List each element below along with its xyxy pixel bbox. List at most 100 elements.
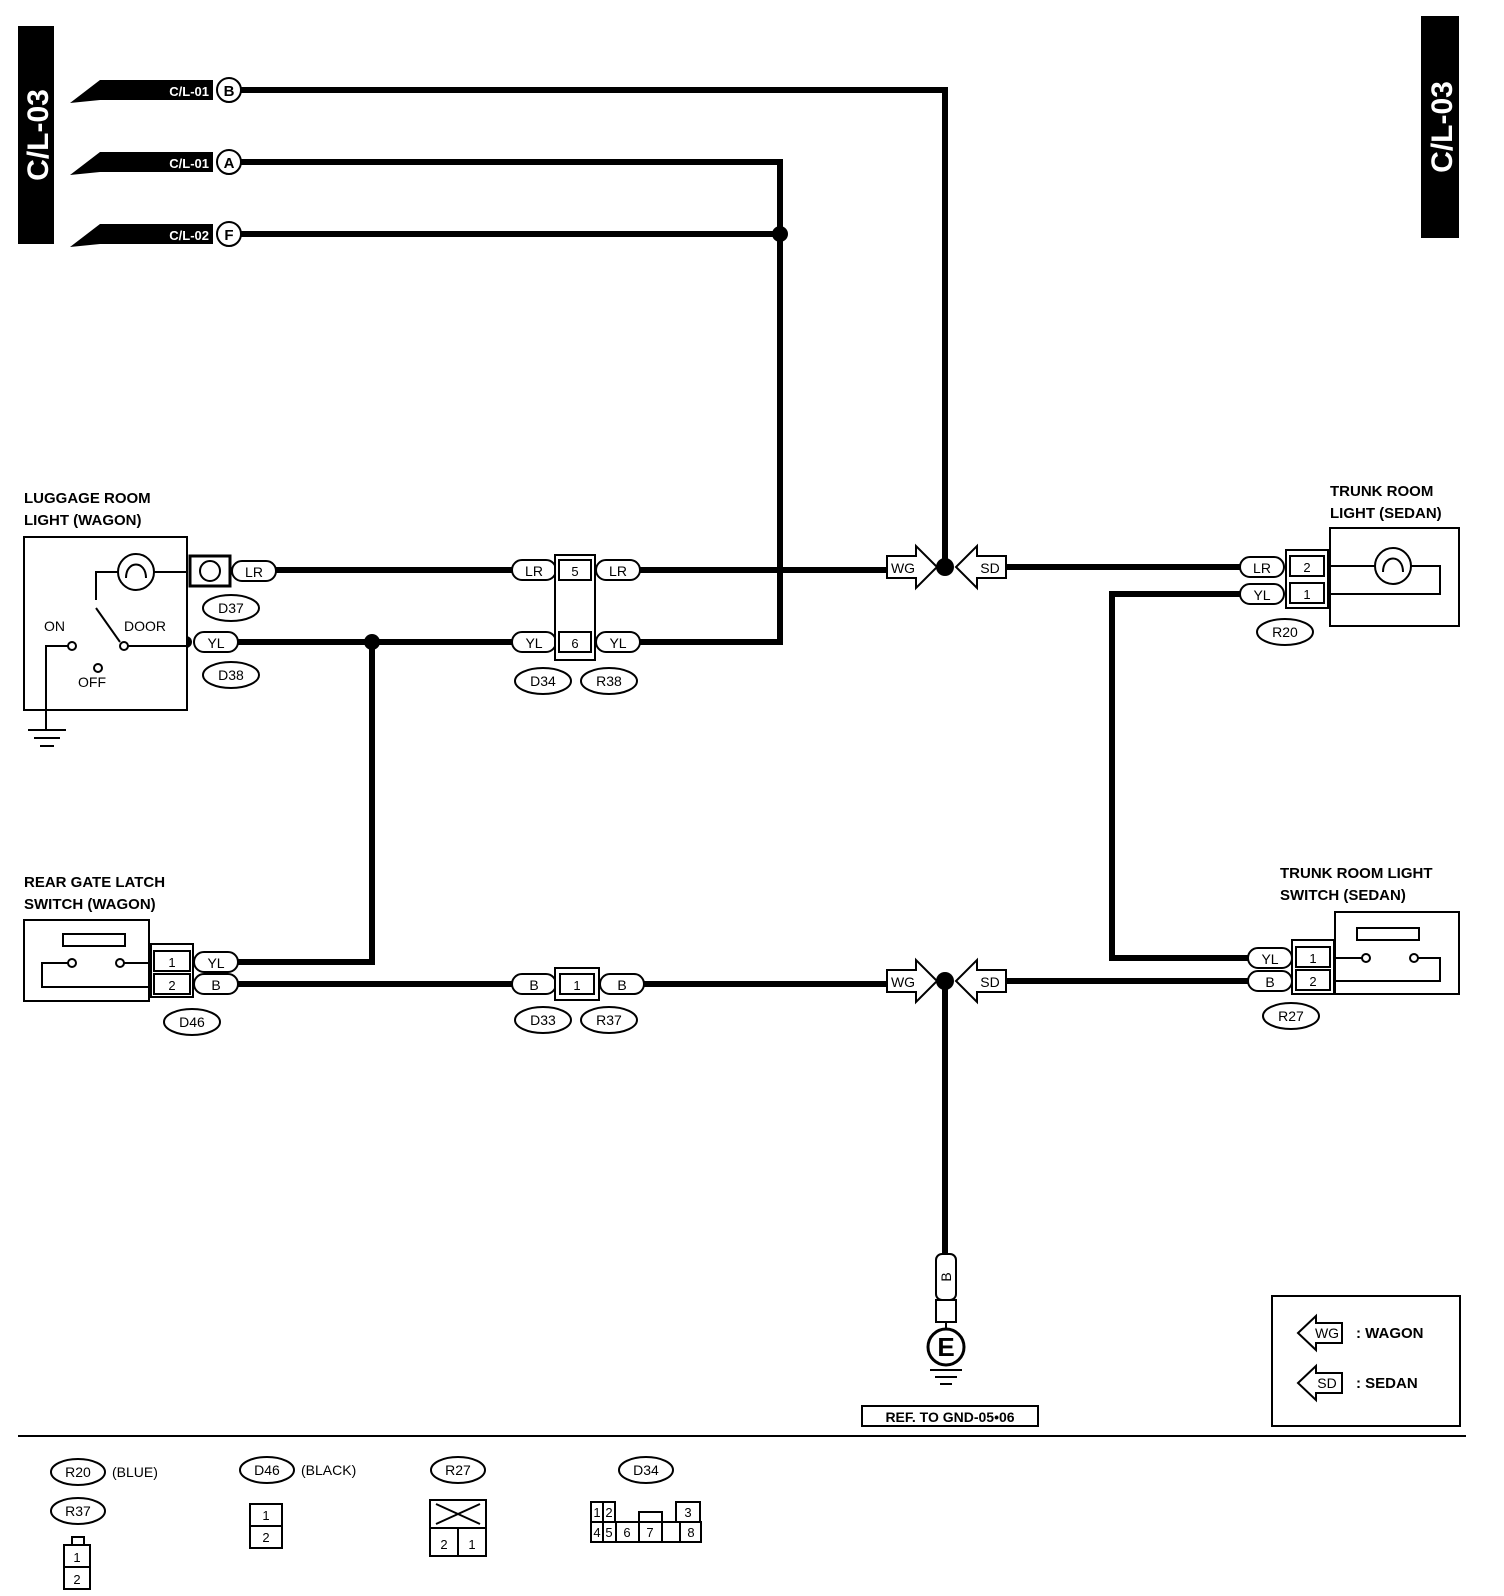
svg-text:1: 1 — [468, 1537, 475, 1552]
svg-text:DOOR: DOOR — [124, 618, 166, 634]
svg-text:R27: R27 — [1278, 1008, 1304, 1024]
svg-text:YL: YL — [1261, 951, 1278, 967]
connector-view-d34: D34 1 2 3 4 5 6 7 8 — [590, 1456, 702, 1543]
svg-text:REF. TO GND-05•06: REF. TO GND-05•06 — [885, 1409, 1014, 1425]
svg-text:R20: R20 — [65, 1464, 91, 1480]
svg-text:6: 6 — [623, 1525, 630, 1540]
connector-d37: LR D37 — [188, 554, 277, 622]
svg-text:LIGHT (WAGON): LIGHT (WAGON) — [24, 512, 141, 529]
svg-text:B: B — [617, 977, 626, 993]
svg-text:R37: R37 — [65, 1503, 91, 1519]
svg-text:YL: YL — [207, 955, 224, 971]
svg-text:D38: D38 — [218, 667, 244, 683]
svg-text:YL: YL — [207, 635, 224, 651]
svg-text:: SEDAN: : SEDAN — [1356, 1375, 1418, 1392]
connector-view-d46: D46 (BLACK) 1 2 — [239, 1456, 356, 1549]
reference-arrow-cl02-f: C/L-02 F — [70, 221, 242, 247]
svg-text:B: B — [938, 1272, 954, 1281]
page-code-right: C/L-03 — [1421, 16, 1459, 238]
svg-text:REAR GATE LATCH: REAR GATE LATCH — [24, 874, 165, 891]
svg-text:R37: R37 — [596, 1012, 622, 1028]
svg-text:R38: R38 — [596, 673, 622, 689]
svg-text:1: 1 — [593, 1505, 600, 1520]
svg-text:WG: WG — [1315, 1325, 1339, 1341]
svg-text:R27: R27 — [445, 1462, 471, 1478]
svg-text:2: 2 — [1309, 974, 1316, 989]
svg-text:YL: YL — [525, 635, 542, 651]
svg-text:YL: YL — [609, 635, 626, 651]
connector-d33-r37: B 1 B D33 R37 — [511, 967, 645, 1034]
svg-text:A: A — [224, 155, 235, 172]
svg-text:LR: LR — [609, 563, 627, 579]
svg-text:ON: ON — [44, 618, 65, 634]
reference-arrow-cl01-b: C/L-01 B — [70, 77, 242, 103]
svg-text:D34: D34 — [633, 1462, 659, 1478]
connector-d38: YL D38 — [193, 631, 260, 689]
svg-text:SWITCH (WAGON): SWITCH (WAGON) — [24, 896, 156, 913]
trunk-room-light-switch: TRUNK ROOM LIGHT SWITCH (SEDAN) YL B 1 2… — [1247, 865, 1460, 1030]
svg-text:2: 2 — [73, 1572, 80, 1587]
svg-text:7: 7 — [646, 1525, 653, 1540]
svg-text:YL: YL — [1253, 587, 1270, 603]
svg-text:B: B — [211, 977, 220, 993]
svg-text:5: 5 — [571, 564, 578, 579]
svg-text:C/L-02: C/L-02 — [169, 228, 209, 243]
svg-text:B: B — [529, 977, 538, 993]
variant-arrows-top: WG SD — [886, 543, 1007, 591]
svg-text:2: 2 — [1303, 560, 1310, 575]
connector-d34-r38: LR YL 5 6 LR YL D34 R38 — [511, 554, 641, 695]
svg-text:(BLUE): (BLUE) — [112, 1464, 158, 1480]
svg-text:1: 1 — [262, 1508, 269, 1523]
svg-text:LIGHT (SEDAN): LIGHT (SEDAN) — [1330, 505, 1442, 522]
svg-text:8: 8 — [687, 1525, 694, 1540]
svg-text:TRUNK ROOM: TRUNK ROOM — [1330, 483, 1433, 500]
svg-text:2: 2 — [440, 1537, 447, 1552]
svg-text:1: 1 — [168, 955, 175, 970]
svg-text:1: 1 — [1303, 587, 1310, 602]
svg-text:(BLACK): (BLACK) — [301, 1462, 356, 1478]
svg-text:WG: WG — [891, 974, 915, 990]
svg-text:SD: SD — [980, 974, 999, 990]
page-code-left: C/L-03 — [18, 26, 55, 244]
svg-text:D46: D46 — [254, 1462, 280, 1478]
svg-text:2: 2 — [168, 978, 175, 993]
connector-view-r27: R27 2 1 — [429, 1456, 487, 1557]
legend: WG : WAGON SD : SEDAN — [1271, 1295, 1461, 1427]
svg-text:4: 4 — [593, 1525, 600, 1540]
svg-text:D33: D33 — [530, 1012, 556, 1028]
trunk-room-light: TRUNK ROOM LIGHT (SEDAN) LR YL 2 1 R20 — [1239, 483, 1460, 646]
svg-text:C/L-03: C/L-03 — [1426, 81, 1459, 173]
svg-text:6: 6 — [571, 636, 578, 651]
ground-point: B E REF. TO GND-05•06 — [861, 1253, 1039, 1427]
svg-text:3: 3 — [684, 1505, 691, 1520]
svg-text:OFF: OFF — [78, 674, 106, 690]
variant-arrows-bottom: WG SD — [886, 957, 1007, 1005]
svg-text:D46: D46 — [179, 1014, 205, 1030]
svg-text:WG: WG — [891, 560, 915, 576]
svg-text:1: 1 — [73, 1550, 80, 1565]
svg-text:LR: LR — [525, 563, 543, 579]
svg-text:C/L-01: C/L-01 — [169, 84, 209, 99]
wires — [196, 87, 1248, 1262]
svg-text:B: B — [1265, 974, 1274, 990]
svg-text:SD: SD — [1317, 1375, 1336, 1391]
svg-text:SWITCH (SEDAN): SWITCH (SEDAN) — [1280, 887, 1406, 904]
svg-text:TRUNK ROOM LIGHT: TRUNK ROOM LIGHT — [1280, 865, 1432, 882]
svg-text:2: 2 — [262, 1530, 269, 1545]
svg-text:1: 1 — [573, 978, 580, 993]
connector-view-r20-r37: R20 (BLUE) R37 1 2 — [50, 1458, 158, 1590]
svg-text:2: 2 — [605, 1505, 612, 1520]
svg-text:D34: D34 — [530, 673, 556, 689]
svg-text:: WAGON: : WAGON — [1356, 1325, 1424, 1342]
svg-text:B: B — [224, 83, 235, 100]
svg-text:F: F — [224, 227, 233, 244]
svg-text:R20: R20 — [1272, 624, 1298, 640]
svg-text:LUGGAGE ROOM: LUGGAGE ROOM — [24, 490, 151, 507]
svg-text:SD: SD — [980, 560, 999, 576]
reference-arrow-cl01-a: C/L-01 A — [70, 149, 242, 175]
svg-text:E: E — [937, 1332, 954, 1362]
svg-text:LR: LR — [245, 564, 263, 580]
svg-text:1: 1 — [1309, 951, 1316, 966]
svg-text:C/L-03: C/L-03 — [22, 89, 55, 181]
